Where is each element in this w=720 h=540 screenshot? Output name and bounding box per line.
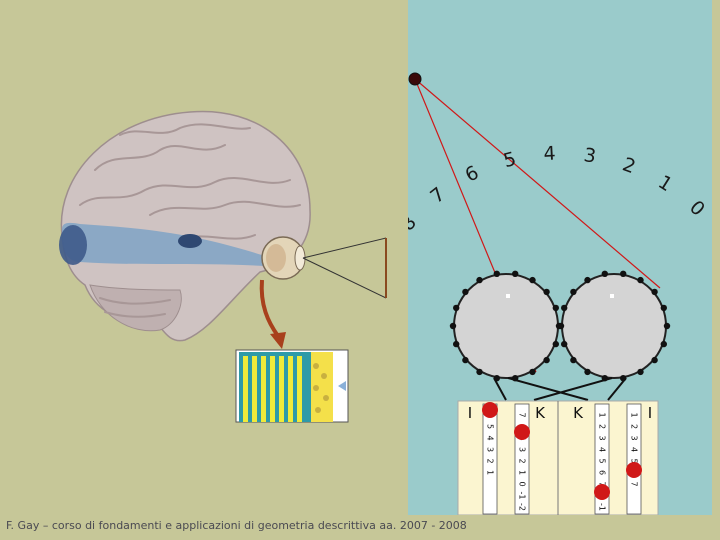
retina-dot [602,271,608,277]
footer-credit: F. Gay – corso di fondamenti e applicazi… [6,519,467,532]
table-cell: 3 [486,447,495,452]
table-head: K [573,404,584,422]
retina-dot [637,369,643,375]
retina-dot [661,305,667,311]
retina-dot [462,357,468,363]
retina-dot [664,323,670,329]
retina-dot [476,277,482,283]
table-cell: 4 [630,447,639,452]
scale-number: -1 [709,225,712,253]
viewing-cone [303,238,386,298]
scale-number: 2 [619,153,638,178]
table-cell: 2 [486,458,495,463]
table-cell: 1 [598,412,607,417]
scale-number: 1 [654,171,676,196]
table-cell: 2 [598,424,607,429]
retina-dot [651,289,657,295]
activation-dot [594,484,610,500]
optic-crossing [494,378,626,400]
retina-dot [494,271,500,277]
retina-dot [453,341,459,347]
table-head: K [535,404,546,422]
retina-dot [570,357,576,363]
retina-dot [661,341,667,347]
right-diagram-panel: I654321K7643210-1-2K12345670-1I1234567 1… [408,0,712,515]
retina-dot [570,289,576,295]
eyeball-illustration [262,237,305,279]
scale-number: 7 [426,183,449,208]
brain-illustration [59,111,310,340]
retina-dot [462,289,468,295]
table-cell: 0 [518,481,527,486]
activation-dot [626,462,642,478]
retina-dot [450,323,456,329]
viewed-point [409,73,421,85]
retina-dot [529,277,535,283]
table-cell: 2 [518,458,527,463]
retina-dot [529,369,535,375]
retina-dot [561,341,567,347]
left-retina [454,274,558,378]
table-cell: 4 [598,447,607,452]
activation-dot [514,424,530,440]
scale-number: 3 [582,144,597,168]
scale-number: 6 [462,162,483,187]
scale-number: 4 [543,142,556,165]
retina-dot [584,369,590,375]
retina-dot [512,271,518,277]
scale-number: 5 [501,148,518,172]
table-cell: 3 [518,447,527,452]
retina-dot [543,357,549,363]
retina-dot [453,305,459,311]
table-cell: 5 [486,424,495,429]
table-cell: -2 [518,503,527,511]
table-head: I [648,404,652,422]
activation-dot [482,402,498,418]
right-retina [562,274,666,378]
retina-dot [620,271,626,277]
table-cell: 5 [598,458,607,463]
table-cell: -1 [518,492,527,500]
curved-arrow [262,280,286,349]
table-cell: 7 [630,481,639,486]
left-illustration-panel [0,0,408,540]
retina-dot [651,357,657,363]
scale-number: 8 [408,212,421,235]
table-cell: 1 [630,412,639,417]
table-cell: 6 [598,470,607,475]
cortical-columns-illustration [236,350,348,422]
table-cell: 3 [630,435,639,440]
table-cell: 3 [598,435,607,440]
retina-dot [476,369,482,375]
retina-dot [561,305,567,311]
retinal-scale: 109876543210-1-2 [408,142,712,308]
table-head: I [468,404,472,422]
retina-dot [553,341,559,347]
retina-dot [543,289,549,295]
table-cell: 4 [486,435,495,440]
table-cell: 2 [630,424,639,429]
table-cell: 1 [518,470,527,475]
table-cell: -1 [598,503,607,511]
retina-dot [637,277,643,283]
table-cell: 1 [486,470,495,475]
retina-dot [584,277,590,283]
retina-dot [553,305,559,311]
table-cell: 7 [518,412,527,417]
retina-dot [558,323,564,329]
scale-number: 0 [685,196,709,220]
